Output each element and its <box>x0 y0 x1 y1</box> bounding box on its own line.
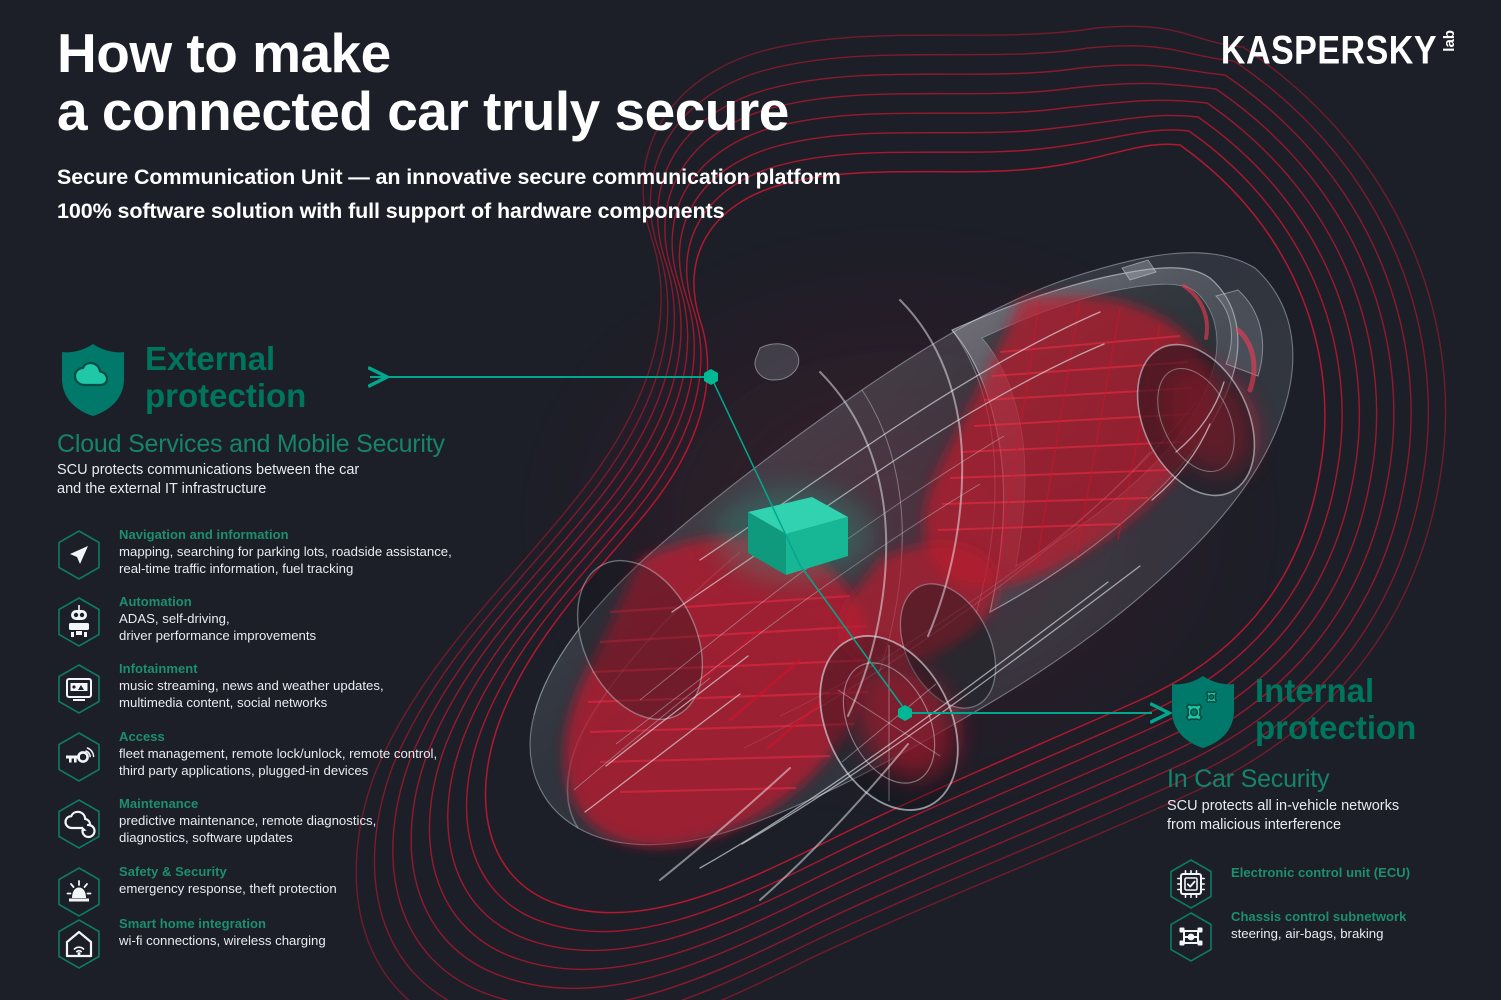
feature-infotainment: Infotainment music streaming, news and w… <box>55 661 384 715</box>
feature-body: music streaming, news and weather update… <box>119 678 384 710</box>
feature-electronic-control-unit: Electronic control unit (ECU) <box>1167 856 1410 910</box>
cpu-chip-check-icon <box>1170 859 1212 909</box>
media-screen-icon <box>58 664 100 714</box>
secure-communication-unit-box <box>715 487 875 583</box>
feature-body: fleet management, remote lock/unlock, re… <box>119 746 438 778</box>
logo-wordmark: KASPERSKY <box>1220 28 1437 73</box>
feature-title: Navigation and information <box>119 527 289 542</box>
feature-smart-home-integration: Smart home integration wi-fi connections… <box>55 916 326 970</box>
title-line-1: How to make <box>57 22 391 84</box>
shield-gears-icon <box>1172 676 1234 748</box>
subtitle-line-2: 100% software solution with full support… <box>57 199 725 224</box>
feature-body: mapping, searching for parking lots, roa… <box>119 544 452 576</box>
feature-title: Automation <box>119 594 192 609</box>
title-line-2: a connected car truly secure <box>57 80 789 143</box>
kaspersky-lab-logo: KASPERSKY lab <box>1221 28 1458 73</box>
feature-title: Access <box>119 729 165 744</box>
feature-body: steering, air-bags, braking <box>1231 926 1384 942</box>
page-title: How to make a connected car truly secure <box>57 24 789 141</box>
external-protection-title: External protection <box>145 340 307 414</box>
feature-title: Chassis control subnetwork <box>1231 909 1407 924</box>
feature-title: Electronic control unit (ECU) <box>1231 865 1411 880</box>
feature-body: wi-fi connections, wireless charging <box>119 933 326 949</box>
feature-body: emergency response, theft protection <box>119 881 337 897</box>
feature-body: ADAS, self-driving, driver performance i… <box>119 611 317 643</box>
subtitle-line-1: Secure Communication Unit — an innovativ… <box>57 165 841 189</box>
smart-home-wifi-icon <box>58 919 100 969</box>
alarm-siren-icon <box>58 867 100 917</box>
feature-automation: Automation ADAS, self-driving, driver pe… <box>55 594 316 648</box>
feature-access: Access fleet management, remote lock/unl… <box>55 729 437 783</box>
robot-icon <box>58 597 100 647</box>
internal-protection-subtitle: In Car Security <box>1167 765 1330 793</box>
feature-safety-and-security: Safety & Security emergency response, th… <box>55 864 337 918</box>
network-nodes-icon <box>1170 912 1212 962</box>
feature-body: predictive maintenance, remote diagnosti… <box>119 813 377 845</box>
logo-lab-suffix: lab <box>1441 30 1458 52</box>
internal-protection-title: Internal protection <box>1255 672 1417 746</box>
internal-protection-description: SCU protects all in-vehicle networks fro… <box>1167 798 1400 834</box>
external-protection-description: SCU protects communications between the … <box>57 462 360 498</box>
page-subtitle: Secure Communication Unit — an innovativ… <box>57 160 841 229</box>
external-protection-subtitle: Cloud Services and Mobile Security <box>57 430 445 458</box>
feature-title: Smart home integration <box>119 916 267 931</box>
feature-navigation-and-information: Navigation and information mapping, sear… <box>55 527 452 581</box>
feature-maintenance: Maintenance predictive maintenance, remo… <box>55 796 376 850</box>
feature-title: Infotainment <box>119 661 198 676</box>
cloud-refresh-icon <box>58 799 100 849</box>
feature-chassis-control-subnetwork: Chassis control subnetwork steering, air… <box>1167 909 1406 963</box>
shield-cloud-icon <box>62 344 124 416</box>
internal-protection-heading: Internal protection <box>1167 672 1417 751</box>
navigation-arrow-icon <box>58 530 100 580</box>
external-protection-heading: External protection <box>57 340 307 419</box>
feature-title: Maintenance <box>119 796 199 811</box>
feature-title: Safety & Security <box>119 864 227 879</box>
key-wireless-icon <box>58 732 100 782</box>
